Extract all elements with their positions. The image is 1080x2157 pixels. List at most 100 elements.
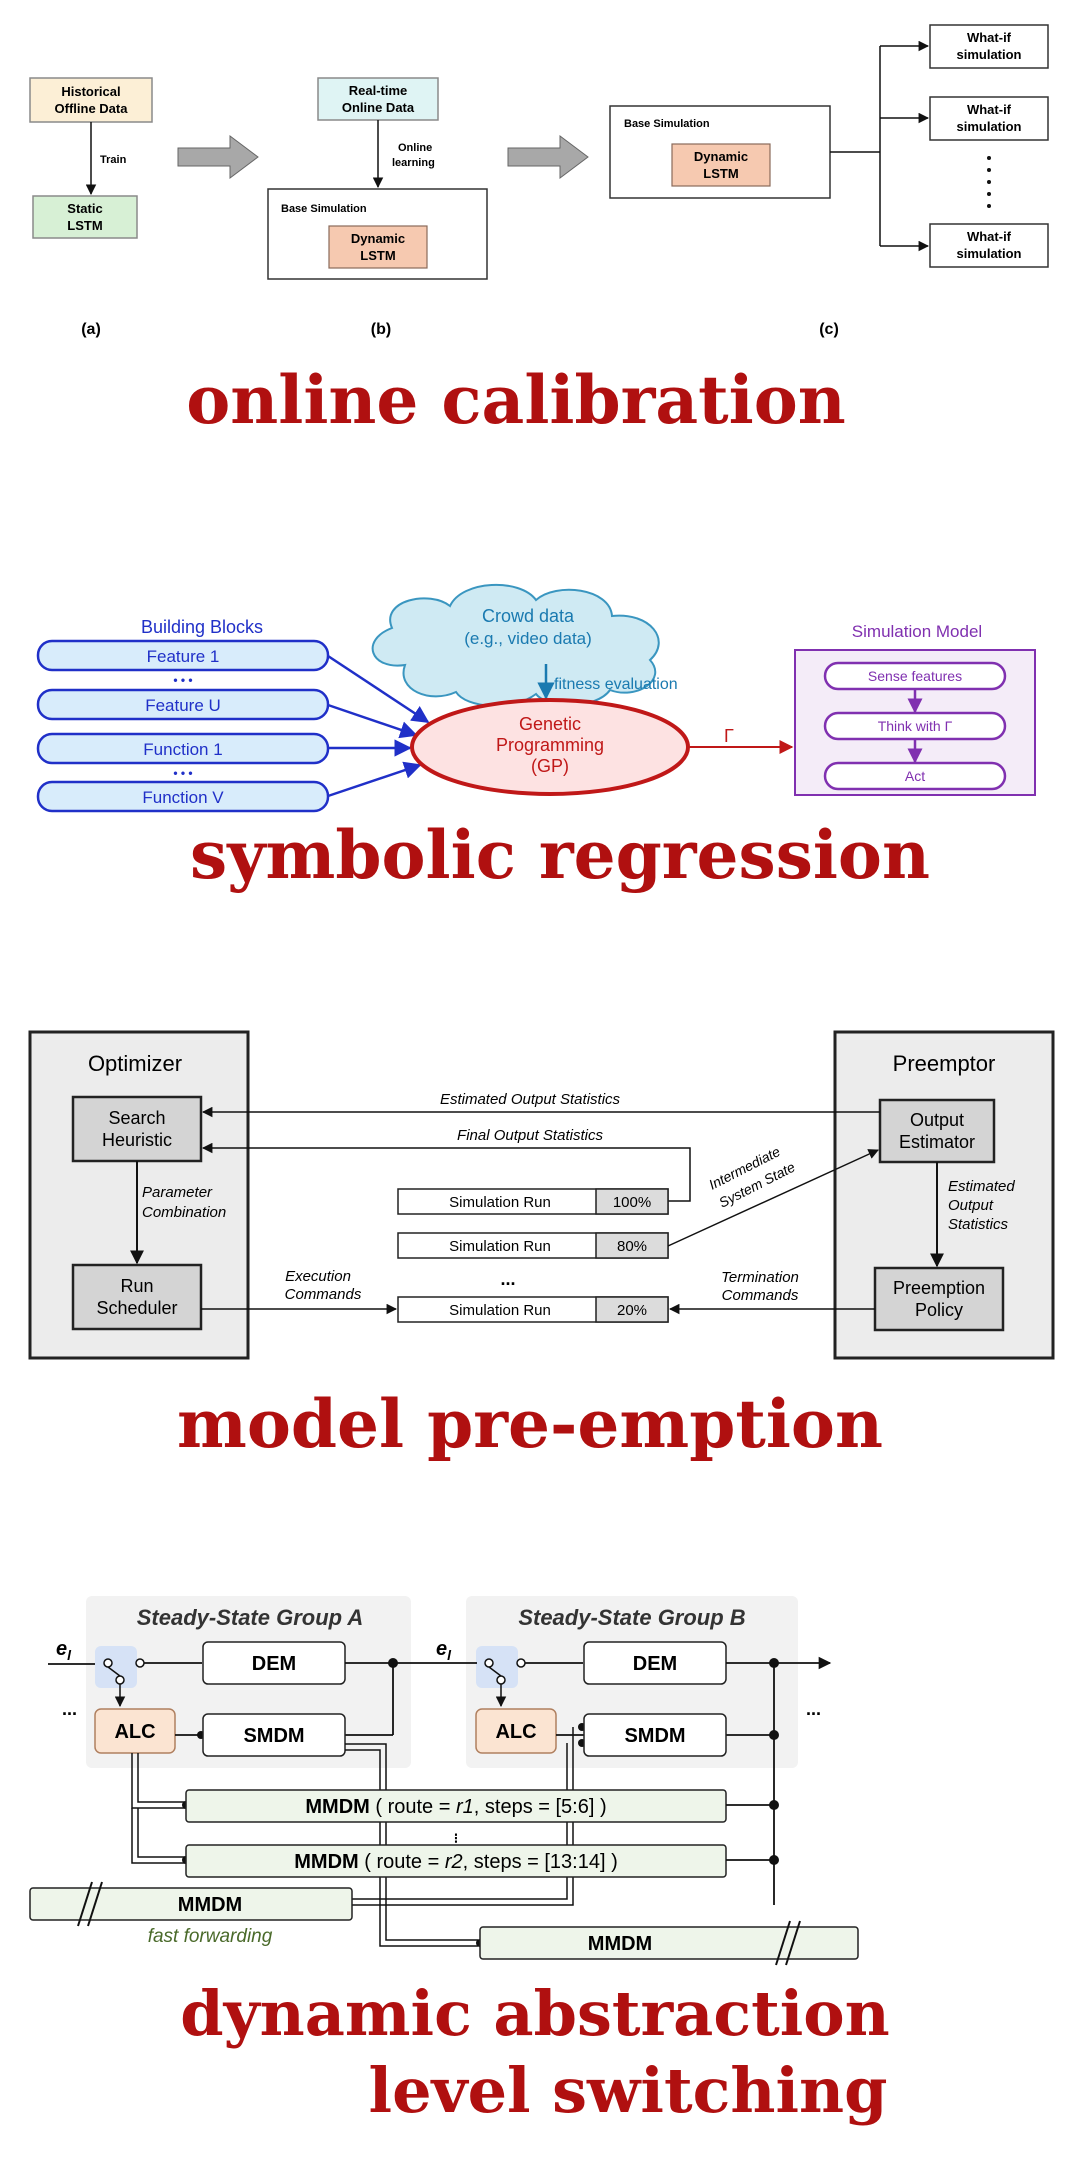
mmdm-vdots: ⁝ bbox=[454, 1830, 458, 1846]
sim-run-row-2-percent-cell bbox=[595, 1232, 669, 1259]
online-learning-line2: learning bbox=[392, 157, 435, 169]
junction-b2 bbox=[769, 1730, 779, 1740]
smdm-label-b: SMDM bbox=[624, 1725, 685, 1747]
alc-a-to-mmdm2-l2 bbox=[137, 1808, 186, 1858]
right-break-2 bbox=[785, 1920, 801, 1966]
cloud-line2: (e.g., video data) bbox=[464, 629, 592, 648]
whatif-3-line2: simulation bbox=[956, 246, 1021, 261]
alc-box-a bbox=[94, 1708, 176, 1754]
sim-run-row-3-percent-cell bbox=[595, 1296, 669, 1323]
historical-line2: Offline Data bbox=[55, 101, 129, 116]
right-break-1 bbox=[775, 1920, 791, 1966]
section-online-calibration: Historical Offline Data Train Static LST… bbox=[29, 24, 1049, 439]
est-stats-right-line3: Statistics bbox=[948, 1216, 1009, 1233]
output-estimator-line2: Estimator bbox=[899, 1132, 975, 1152]
sim-run-row-2-percent: 80% bbox=[617, 1238, 647, 1255]
building-blocks-title: Building Blocks bbox=[141, 617, 263, 637]
whatif-box-3 bbox=[929, 223, 1049, 268]
whatif-box-2 bbox=[929, 96, 1049, 141]
sim-step-sense-label: Sense features bbox=[868, 668, 962, 684]
sim-run-row-1-label: Simulation Run bbox=[449, 1194, 551, 1211]
online-learning-line1: Online bbox=[398, 142, 432, 154]
whatif-vertical-dots bbox=[987, 156, 991, 208]
final-output-stats-arrow bbox=[201, 1142, 691, 1202]
base-sim-label-c: Base Simulation bbox=[624, 118, 710, 130]
mmdm-row-1-label: MMDM ( route = r1, steps = [5:6] ) bbox=[305, 1796, 606, 1818]
sim-run-row-1-percent: 100% bbox=[613, 1194, 651, 1211]
sim-step-think-label: Think with Γ bbox=[878, 718, 953, 734]
ff-break-1 bbox=[77, 1881, 93, 1927]
fast-forwarding-label: fast forwarding bbox=[148, 1926, 273, 1947]
caption-online-calibration: online calibration bbox=[186, 361, 845, 439]
ellipsis-left: ... bbox=[62, 1699, 77, 1719]
mmdm2-out-dot bbox=[769, 1855, 779, 1865]
mmdm-row-2 bbox=[185, 1844, 727, 1878]
run-scheduler-line1: Run bbox=[120, 1276, 153, 1296]
caption-level-switching: level switching bbox=[369, 2054, 888, 2127]
intermediate-state-arrow bbox=[667, 1149, 879, 1247]
whatif-box-1 bbox=[929, 24, 1049, 69]
pill-function-v bbox=[36, 780, 330, 813]
caption-dynamic-abstraction: dynamic abstraction bbox=[180, 1977, 889, 2050]
section-dynamic-abstraction: Steady-State Group A Steady-State Group … bbox=[29, 1596, 890, 2127]
dem-label-a: DEM bbox=[252, 1653, 296, 1675]
search-heuristic-line2: Heuristic bbox=[102, 1130, 172, 1150]
fitness-label: fitness evaluation bbox=[554, 676, 678, 693]
sim-run-row-3-label: Simulation Run bbox=[449, 1302, 551, 1319]
preemption-policy-box bbox=[873, 1266, 1005, 1332]
pill-dots-1: • • • bbox=[173, 673, 192, 687]
sim-run-row-2-label: Simulation Run bbox=[449, 1238, 551, 1255]
base-sim-label-b: Base Simulation bbox=[281, 203, 367, 215]
alc-label-b: ALC bbox=[495, 1721, 536, 1743]
train-label: Train bbox=[100, 154, 127, 166]
gamma-label: Γ bbox=[724, 726, 734, 746]
pill-function-v-label: Function V bbox=[142, 788, 224, 807]
est-stats-right-line2: Output bbox=[948, 1197, 994, 1214]
search-heuristic-box bbox=[71, 1095, 203, 1163]
static-lstm-box bbox=[32, 195, 138, 239]
alc-label-a: ALC bbox=[114, 1721, 155, 1743]
edge-function-v-gp bbox=[327, 761, 422, 798]
final-output-stats-label: Final Output Statistics bbox=[457, 1127, 603, 1144]
dynamic-lstm-box-b bbox=[328, 225, 428, 269]
sim-model-title: Simulation Model bbox=[852, 622, 982, 641]
pill-feature-1 bbox=[36, 639, 330, 672]
estimated-output-stats-label: Estimated Output Statistics bbox=[440, 1091, 621, 1108]
pill-dots-2: • • • bbox=[173, 766, 192, 780]
est-stats-right-line1: Estimated bbox=[948, 1178, 1015, 1195]
sim-run-row-1-percent-cell bbox=[595, 1188, 669, 1215]
sim-step-act bbox=[823, 761, 1007, 791]
param-line2: Combination bbox=[142, 1204, 226, 1221]
label-b: (b) bbox=[371, 321, 391, 338]
dynamic-lstm-c-line2: LSTM bbox=[703, 166, 738, 181]
mmdm-right bbox=[479, 1926, 859, 1960]
smdm-label-a: SMDM bbox=[243, 1725, 304, 1747]
sim-run-ellipsis: ... bbox=[500, 1269, 515, 1289]
cloud-line1: Crowd data bbox=[482, 606, 575, 626]
static-lstm-line2: LSTM bbox=[67, 218, 102, 233]
section-symbolic-regression: Building Blocks Feature 1 • • • Feature … bbox=[36, 583, 1036, 894]
alc-b-to-mmdm-ff-l1 bbox=[352, 1727, 574, 1906]
search-heuristic-line1: Search bbox=[108, 1108, 165, 1128]
output-estimator-line1: Output bbox=[910, 1110, 964, 1130]
dem-label-b: DEM bbox=[633, 1653, 677, 1675]
realtime-line2: Online Data bbox=[342, 100, 415, 115]
historical-line1: Historical bbox=[61, 84, 120, 99]
ff-break-2 bbox=[87, 1881, 103, 1927]
gp-line3: (GP) bbox=[531, 756, 569, 776]
output-estimator-box bbox=[878, 1098, 996, 1164]
smdm-box-b bbox=[583, 1713, 727, 1757]
pill-function-1-label: Function 1 bbox=[143, 740, 222, 759]
group-a-title: Steady-State Group A bbox=[137, 1605, 364, 1630]
sim-step-act-label: Act bbox=[905, 768, 925, 784]
mmdm-row-1 bbox=[185, 1789, 727, 1823]
dynamic-lstm-b-line2: LSTM bbox=[360, 248, 395, 263]
exec-cmds-line1: Execution bbox=[285, 1268, 351, 1285]
caption-symbolic-regression: symbolic regression bbox=[190, 816, 930, 894]
dynamic-lstm-box-c bbox=[671, 143, 771, 187]
caption-model-preemption: model pre-emption bbox=[177, 1385, 883, 1463]
term-cmds-line2: Commands bbox=[722, 1287, 799, 1304]
run-scheduler-box bbox=[71, 1263, 203, 1331]
section-model-preemption: Optimizer Search Heuristic Parameter Com… bbox=[28, 1030, 1055, 1463]
